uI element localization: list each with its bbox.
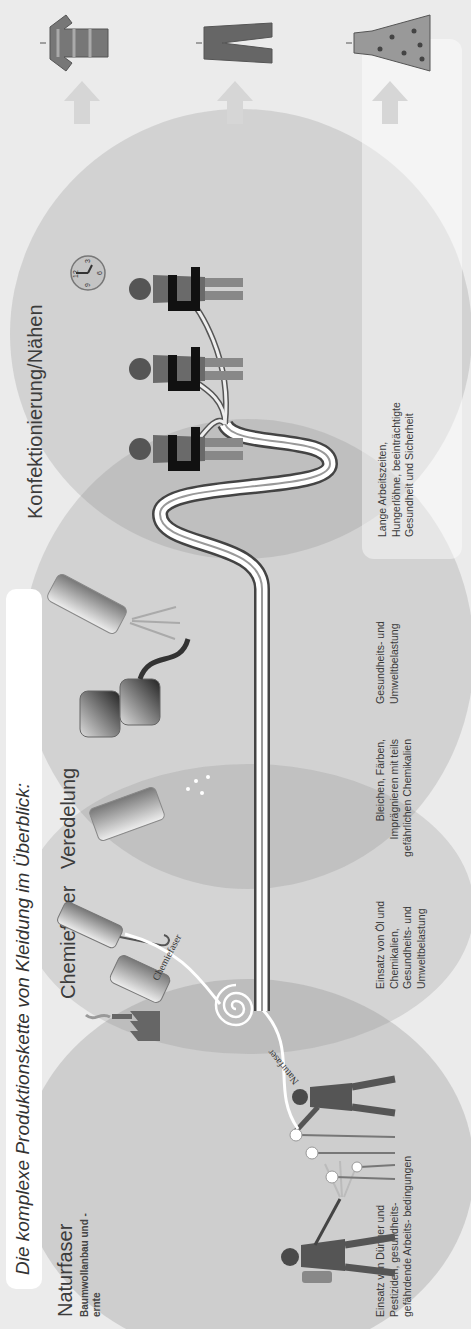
machine-nozzle xyxy=(56,901,124,950)
powder xyxy=(186,787,190,791)
garments xyxy=(40,15,430,124)
sewing-machine xyxy=(168,427,200,471)
ribbon-branch xyxy=(185,294,226,424)
sewing-machine xyxy=(168,267,200,311)
ribbon-branch xyxy=(185,374,225,424)
trousers-icon xyxy=(196,23,272,63)
worker-head xyxy=(129,358,151,380)
dress-dot xyxy=(390,35,395,40)
worker-leg xyxy=(205,278,243,287)
sewing-machine xyxy=(168,347,200,391)
output-arrow xyxy=(372,81,408,124)
person-head xyxy=(292,1089,308,1105)
worker-body xyxy=(153,275,205,303)
output-arrow xyxy=(217,81,253,124)
clock-face xyxy=(71,256,105,290)
stage-text: Baumwollanbau und -ernte xyxy=(79,1207,103,1317)
fibre-label: Chemiefaser xyxy=(150,932,183,982)
worker-leg xyxy=(205,451,243,460)
fibre-spiral xyxy=(216,985,252,1025)
cotton-boll xyxy=(290,1129,302,1141)
person-body xyxy=(310,1083,352,1111)
clock-number: 9 xyxy=(84,283,91,287)
fabric-ribbon xyxy=(160,424,330,1011)
worker-leg xyxy=(205,358,243,367)
ribbon-branch xyxy=(185,421,225,454)
dye-flow xyxy=(140,639,188,679)
cotton-boll xyxy=(352,1162,362,1172)
stage-text: Lange Arbeitszeiten, Hungerlöhne, beeint… xyxy=(376,402,417,537)
clock-number: 12 xyxy=(72,270,79,278)
fibre-threads xyxy=(125,294,330,1129)
ribbon-branch xyxy=(185,374,225,424)
shirt-icon xyxy=(40,15,108,71)
finishing-equipment xyxy=(46,572,210,841)
nozzle-hook xyxy=(120,935,169,945)
chimney xyxy=(112,1014,132,1019)
dress-icon xyxy=(346,15,430,71)
fabric-ribbon xyxy=(160,424,330,1011)
worker-head xyxy=(129,438,151,460)
dress-dot xyxy=(402,51,407,56)
worker-body xyxy=(153,435,205,463)
spray-mist xyxy=(325,1161,356,1197)
spray-hose xyxy=(315,1199,340,1245)
cotton-boll xyxy=(326,1171,338,1183)
stage-heading: Naturfaser xyxy=(54,1097,77,1317)
dress-dot xyxy=(378,47,383,52)
worker-leg xyxy=(205,291,243,300)
dress-dot xyxy=(418,43,423,48)
ribbon-branch xyxy=(185,421,225,454)
sewing-workers xyxy=(71,256,243,471)
cotton-boll xyxy=(306,1147,318,1159)
title-box: Die komplexe Produktionskette von Kleidu… xyxy=(6,589,42,1289)
person-body xyxy=(301,1239,345,1271)
spray-can xyxy=(46,572,129,635)
person-head xyxy=(281,1248,299,1266)
fibre-label: Naturfaser xyxy=(265,1048,301,1087)
dress-dot xyxy=(412,29,417,34)
worker-leg xyxy=(205,438,243,447)
impact-note: Lange Arbeitszeiten, Hungerlöhne, beeint… xyxy=(362,39,462,559)
fabric-ribbon xyxy=(160,424,330,1011)
powder xyxy=(194,779,198,783)
powder-shaker xyxy=(88,786,165,842)
powder xyxy=(200,791,204,795)
person-legs xyxy=(345,1237,395,1273)
spray xyxy=(130,607,180,639)
smoke xyxy=(86,1015,110,1018)
person-arm xyxy=(296,1107,318,1131)
cotton-farmers xyxy=(281,1079,395,1283)
ribbon-branch xyxy=(185,294,226,424)
factory xyxy=(130,1011,160,1041)
cotton-stems xyxy=(300,1135,395,1179)
stage-heading: Veredelung xyxy=(57,669,80,869)
worker-head xyxy=(129,278,151,300)
dress-dot xyxy=(420,57,425,62)
stage-text: Bleichen, Färben, Imprägnieren mit teils… xyxy=(374,739,415,864)
diagram-title: Die komplexe Produktionskette von Kleidu… xyxy=(12,783,33,1275)
powder xyxy=(206,775,210,779)
stage-heading: Konfektionierung/Nähen xyxy=(24,259,47,519)
output-arrow xyxy=(64,81,100,124)
shirt-stripes xyxy=(58,29,90,57)
stage-text: Einsatz von Dünger und Pestiziden, gesun… xyxy=(374,1152,415,1317)
worker-leg xyxy=(205,371,243,380)
clock-number: 6 xyxy=(96,271,103,275)
dye-roller xyxy=(80,691,120,737)
person-legs xyxy=(352,1079,395,1113)
dye-roller xyxy=(120,679,160,725)
stage-text: Einsatz von Öl und Chemikalien, Gesundhe… xyxy=(374,869,429,989)
stage-text: Gesundheits- und Umweltbelastung xyxy=(374,584,401,704)
clock-number: 3 xyxy=(84,259,91,263)
worker-body xyxy=(153,355,205,383)
spray-tank xyxy=(302,1271,332,1283)
